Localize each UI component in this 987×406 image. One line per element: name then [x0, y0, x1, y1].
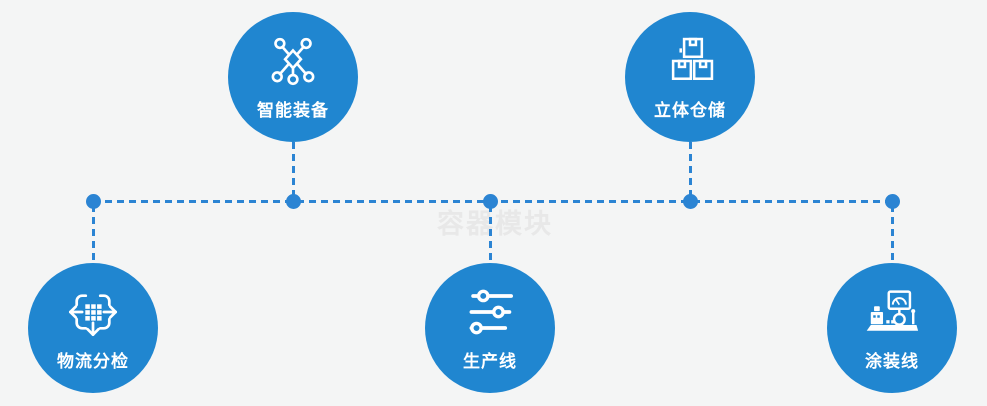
machine-monitor-icon — [861, 284, 923, 340]
junction-dot — [885, 194, 900, 209]
node-label: 涂装线 — [865, 352, 919, 372]
junction-dot — [483, 194, 498, 209]
vertical-connector-coating-line — [891, 205, 894, 263]
node-production-line[interactable]: 生产线 — [425, 263, 555, 393]
move-arrows-grid-icon — [64, 284, 122, 340]
junction-dot — [286, 194, 301, 209]
node-label: 物流分检 — [57, 352, 129, 372]
sliders-icon — [463, 284, 517, 340]
node-label: 立体仓储 — [654, 101, 726, 121]
node-logistics-sorting[interactable]: 物流分检 — [28, 263, 158, 393]
vertical-connector-logistics — [92, 205, 95, 263]
junction-dot — [683, 194, 698, 209]
node-coating-line[interactable]: 涂装线 — [827, 263, 957, 393]
node-label: 生产线 — [463, 352, 517, 372]
junction-dot — [86, 194, 101, 209]
vertical-connector-smart-equipment — [292, 142, 295, 200]
node-stereo-warehouse[interactable]: 立体仓储 — [625, 12, 755, 142]
vertical-connector-production-line — [489, 205, 492, 263]
watermark-text: 容器模块 — [437, 209, 553, 240]
node-smart-equipment[interactable]: 智能装备 — [228, 12, 358, 142]
node-label: 智能装备 — [257, 101, 329, 121]
vertical-connector-warehouse — [689, 142, 692, 200]
molecule-network-icon — [265, 33, 321, 89]
stacked-boxes-icon — [663, 33, 717, 89]
